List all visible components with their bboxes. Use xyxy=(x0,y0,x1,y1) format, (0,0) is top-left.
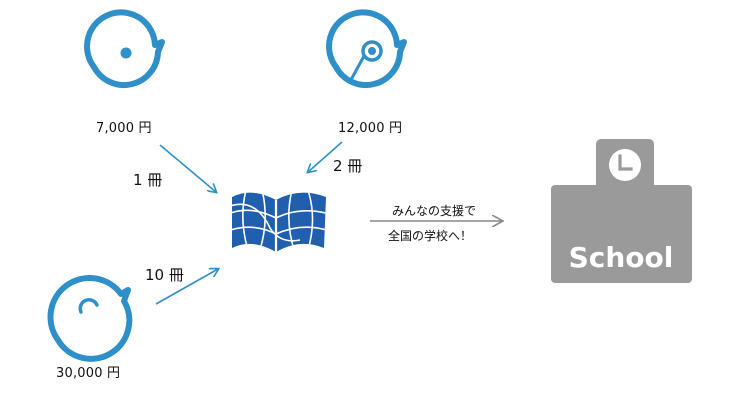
message-line-2: 全国の学校へ！ xyxy=(388,229,473,243)
clock-icon xyxy=(609,149,641,181)
message-line-1: みんなの支援で xyxy=(392,204,477,218)
school-icon: School xyxy=(551,139,692,283)
book-count-3: 10 冊 xyxy=(145,266,184,284)
arrow-donor-1 xyxy=(159,144,216,192)
price-label-3: 30,000 円 xyxy=(56,366,121,381)
arrow-donor-2 xyxy=(308,141,343,172)
price-label-1: 7,000 円 xyxy=(96,121,152,136)
school-label: School xyxy=(569,241,674,274)
book-count-2: 2 冊 xyxy=(333,157,363,175)
speech-face-icon xyxy=(84,9,165,89)
price-label-2: 12,000 円 xyxy=(338,121,403,136)
open-book-icon xyxy=(232,192,326,252)
book-count-1: 1 冊 xyxy=(133,171,163,189)
smile-face-icon xyxy=(47,275,133,362)
monocle-face-icon xyxy=(326,9,407,89)
arrow-donor-3 xyxy=(155,269,218,305)
